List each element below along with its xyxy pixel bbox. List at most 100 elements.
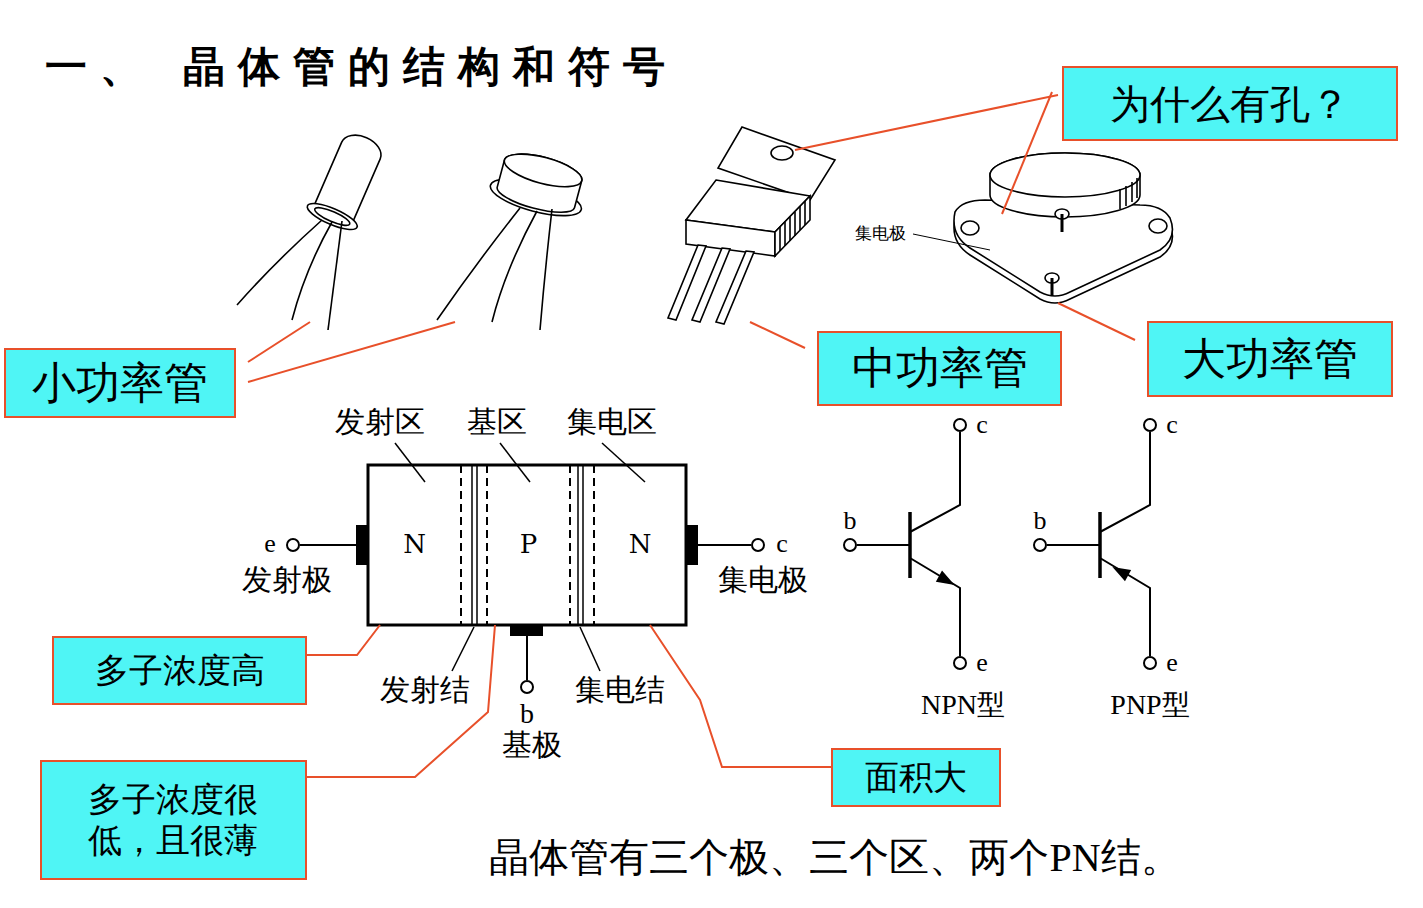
transistor-structure [395, 443, 425, 482]
to220-transistor [789, 217, 791, 241]
pnp-symbol [1115, 568, 1130, 579]
transistor-structure [287, 443, 764, 693]
transistor-structure [686, 525, 698, 565]
part-label: 集电区 [567, 407, 657, 437]
pnp-symbol [1144, 657, 1156, 669]
to3-transistor [961, 221, 979, 235]
transistor-structure [486, 465, 488, 625]
transistor-structure [569, 465, 571, 625]
callout-text: 多子浓度很低，且很薄 [85, 779, 262, 861]
part-label: e [264, 531, 276, 557]
part-label: 基极 [502, 730, 562, 760]
to3-transistor [1136, 178, 1138, 198]
npn-symbol [954, 419, 966, 431]
transistor-structure [460, 465, 462, 625]
metal-can-transistor [494, 147, 585, 218]
metal-can-transistor [501, 147, 585, 193]
caption: 晶体管有三个极、三个区、两个PN结。 [489, 836, 1180, 880]
npn-symbol [857, 544, 910, 546]
part-label: b [1034, 508, 1047, 534]
to3-transistor [1131, 182, 1133, 202]
small-transistor [292, 222, 332, 320]
npn-symbol [844, 419, 966, 669]
to3-transistor [913, 234, 990, 250]
semiconductor-region: N [368, 465, 461, 625]
to3-transistor [1051, 278, 1054, 296]
callout-leader [750, 322, 805, 348]
transistor-structure [510, 625, 543, 636]
transistor-structure [500, 443, 530, 482]
callout-box: 大功率管 [1147, 321, 1393, 397]
transistor-structure [300, 544, 356, 546]
callout-text: 多子浓度高 [95, 650, 265, 691]
part-label: 集电极 [855, 225, 906, 242]
region-type: P [520, 529, 538, 560]
to3-transistor [1149, 219, 1167, 233]
to220-transistor [794, 212, 796, 236]
part-label: 发射区 [335, 407, 425, 437]
small-transistor [237, 220, 322, 305]
transistor-structure [580, 627, 600, 671]
leader-line [650, 625, 831, 767]
to220-transistor [771, 146, 793, 160]
leader-line [307, 625, 380, 655]
to220-transistor [779, 227, 781, 251]
part-label: b [520, 700, 534, 728]
to3-transistor [954, 200, 1172, 296]
part-label: c [1166, 412, 1178, 438]
npn-symbol [937, 572, 952, 583]
to220-transistor [799, 206, 801, 230]
to3-transistor [913, 153, 1172, 303]
transistor-structure [521, 681, 533, 693]
to3-transistor [1119, 189, 1121, 209]
pnp-symbol [1100, 432, 1150, 532]
part-label: c [776, 531, 788, 557]
part-label: e [1166, 650, 1178, 676]
transistor-structure [471, 465, 473, 625]
npn-symbol [954, 657, 966, 669]
small-transistor [328, 221, 342, 330]
part-label: PNP型 [1110, 691, 1189, 719]
transistor-structure [577, 465, 579, 625]
metal-can-transistor [540, 209, 552, 330]
callout-box: 多子浓度很低，且很薄 [40, 760, 307, 880]
callout-text: 大功率管 [1182, 333, 1358, 386]
to220-transistor [775, 196, 810, 256]
transistor-structure [698, 544, 751, 546]
semiconductor-region: N [594, 465, 686, 625]
part-label: 发射极 [242, 565, 332, 595]
to220-transistor [716, 251, 754, 324]
callout-leader [248, 322, 310, 362]
small-transistor [313, 204, 352, 228]
callout-text: 为什么有孔？ [1110, 80, 1350, 128]
part-label: 集电结 [575, 675, 665, 705]
part-label: c [976, 412, 988, 438]
to3-transistor [1061, 214, 1064, 232]
to220-transistor [668, 127, 835, 324]
npn-symbol [910, 432, 960, 532]
to220-transistor [784, 222, 786, 246]
callout-box: 多子浓度高 [52, 636, 307, 705]
region-type: N [629, 529, 652, 560]
callout-leader [795, 95, 1058, 150]
pnp-symbol [1098, 512, 1102, 578]
pnp-symbol [1047, 544, 1100, 546]
transistor-structure [602, 443, 645, 482]
callout-leader [1002, 92, 1052, 214]
callout-text: 小功率管 [32, 357, 208, 410]
transistor-structure [452, 627, 474, 671]
callout-box: 中功率管 [817, 331, 1062, 406]
part-label: 基区 [467, 407, 527, 437]
part-label: b [844, 508, 857, 534]
part-label: NPN型 [921, 691, 1005, 719]
transistor-structure [368, 465, 686, 625]
leader-line [307, 625, 495, 777]
small-transistor [237, 127, 391, 330]
transistor-structure [476, 465, 478, 625]
transistor-structure [356, 525, 368, 565]
part-label: 集电极 [718, 565, 808, 595]
callout-text: 面积大 [865, 757, 967, 798]
pnp-symbol [1034, 539, 1046, 551]
